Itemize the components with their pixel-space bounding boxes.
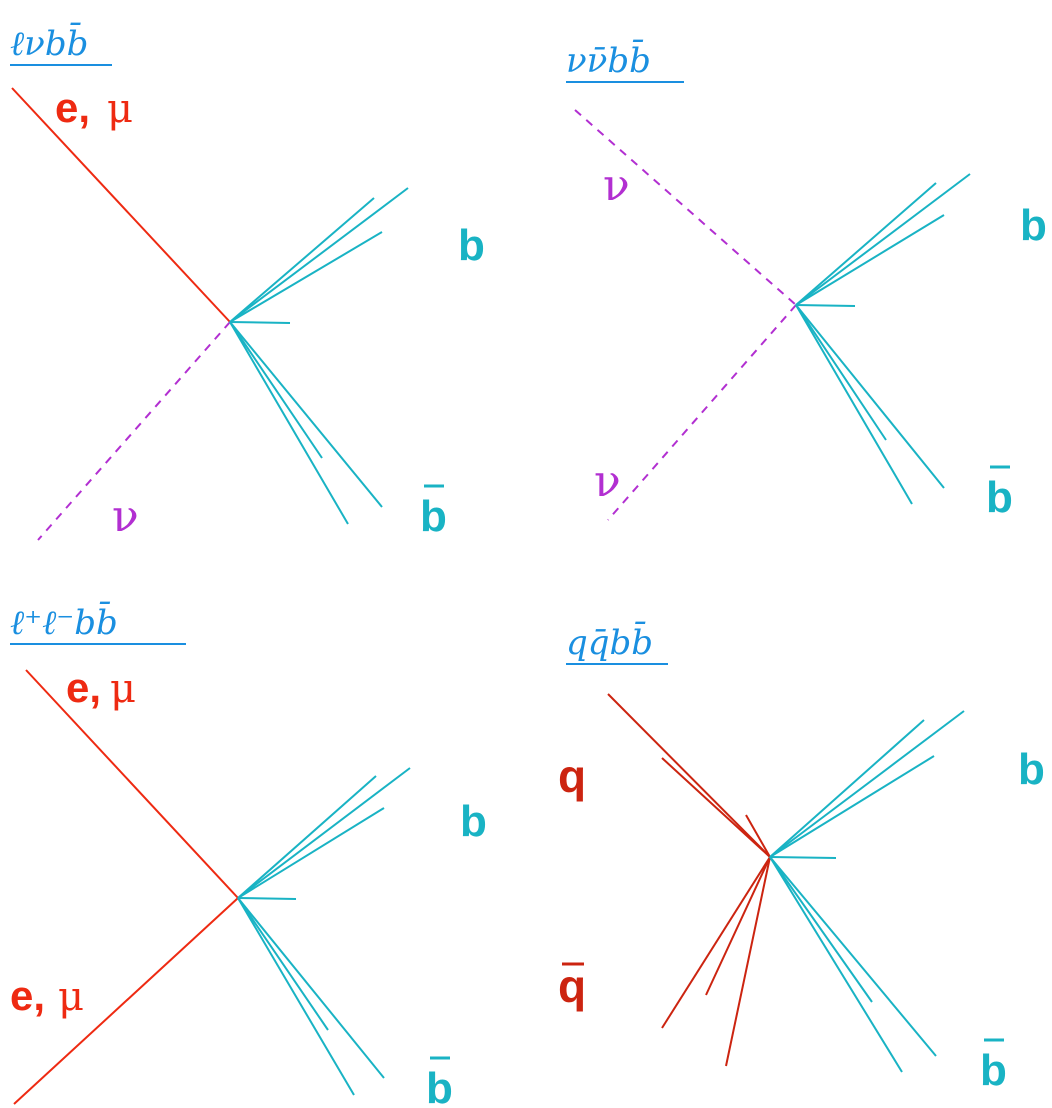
bbar-jet [795, 304, 945, 505]
bbar-jet-track [237, 897, 385, 1079]
panel-qqbb: qq̄bb̄ q q b b [558, 621, 1045, 1095]
lepton-label: e, [55, 84, 90, 131]
panel-title-lnubb: ℓνbb̄ [10, 22, 88, 64]
neutrino-line-top [574, 109, 797, 306]
qbar-jet-track [661, 856, 771, 1029]
b-jet-track [769, 755, 935, 858]
b-jet-track [237, 897, 297, 900]
lepton-line [11, 87, 231, 323]
b-jet-track [229, 197, 375, 323]
b-label: b [1020, 201, 1047, 250]
bbar-jet-track [769, 856, 873, 1003]
mu-label-bottom: μ [58, 974, 84, 1020]
lepton-line-top [25, 669, 239, 899]
bbar-jet [229, 321, 383, 525]
bbar-label: b [986, 473, 1013, 522]
mu-label: μ [107, 86, 133, 132]
qbar-jet [661, 856, 771, 1067]
b-jet [769, 710, 965, 859]
q-jet-track [661, 757, 771, 858]
mu-label-top: μ [110, 666, 136, 712]
b-jet [237, 767, 411, 900]
nu-label-bottom: ν [594, 456, 621, 507]
b-jet-track [237, 775, 377, 899]
q-jet [607, 693, 771, 858]
bbar-jet-track [237, 897, 329, 1031]
bbar-jet-track [769, 856, 937, 1057]
b-jet-track [795, 173, 971, 306]
panel-title-llbb: ℓ⁺ℓ⁻bb̄ [10, 601, 118, 643]
b-jet [795, 173, 971, 307]
bbar-label: b [426, 1064, 453, 1108]
b-label: b [1018, 745, 1045, 794]
b-jet-track [795, 182, 937, 306]
panel-title-nunubb: νν̄bb̄ [566, 39, 651, 81]
bbar-jet-track [229, 321, 323, 459]
panel-nunubb: νν̄bb̄ ν ν b b [566, 39, 1047, 522]
bbar-label: b [980, 1046, 1007, 1095]
bbar-jet [237, 897, 385, 1096]
b-jet-track [769, 710, 965, 858]
qbar-jet-track [705, 856, 771, 996]
lepton-label-top: e, [66, 664, 101, 711]
neutrino-line [37, 321, 231, 541]
b-jet-track [237, 767, 411, 899]
b-label: b [458, 221, 485, 270]
bbar-jet-track [229, 321, 383, 508]
b-jet [229, 187, 409, 324]
panel-lnubb: ℓνbb̄ e, μ ν b b [10, 22, 485, 542]
bbar-jet-track [795, 304, 887, 441]
panel-llbb: ℓ⁺ℓ⁻bb̄ e, μ e, μ b b [10, 601, 487, 1108]
lepton-line-bottom [13, 897, 239, 1105]
neutrino-line-bottom [607, 304, 797, 521]
bbar-jet [769, 856, 937, 1073]
panel-title-qqbb: qq̄bb̄ [566, 621, 653, 663]
q-label: q [558, 750, 586, 802]
b-jet-track [769, 719, 925, 858]
q-jet-track [607, 693, 771, 858]
b-jet-track [229, 187, 409, 323]
bbar-jet-track [237, 897, 355, 1096]
qbar-jet-track [725, 856, 771, 1067]
bbar-label: b [420, 492, 447, 541]
nu-label-top: ν [603, 160, 630, 211]
bbar-jet-track [229, 321, 349, 525]
b-jet-track [229, 321, 291, 324]
bbar-jet-track [795, 304, 913, 505]
b-jet-track [229, 231, 383, 323]
b-jet-track [769, 856, 837, 859]
b-label: b [460, 797, 487, 846]
qbar-label: q [558, 960, 586, 1012]
lepton-label-bottom: e, [10, 972, 45, 1019]
b-jet-track [795, 214, 945, 306]
q-jet-track [745, 814, 771, 858]
bbar-jet-track [795, 304, 945, 489]
b-jet-track [237, 807, 385, 899]
b-jet-track [795, 304, 856, 307]
bbar-jet-track [769, 856, 903, 1073]
nu-label: ν [112, 491, 139, 542]
